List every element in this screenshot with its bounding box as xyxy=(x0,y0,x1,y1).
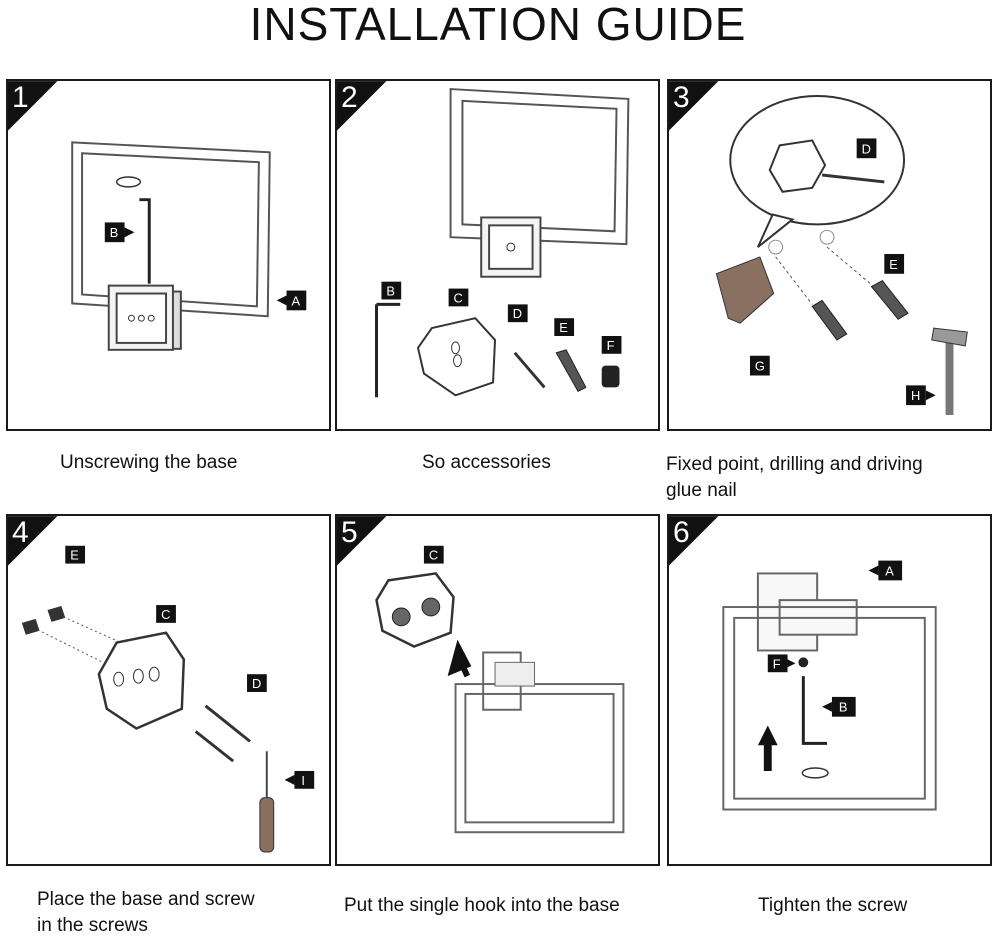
step-number: 5 xyxy=(341,516,358,549)
label-f: F xyxy=(773,656,781,671)
step-1-labels: B A xyxy=(110,225,301,308)
step-4-caption: Place the base and screw in the screws xyxy=(37,887,255,939)
step-2-caption: So accessories xyxy=(422,452,551,473)
label-f: F xyxy=(607,338,615,353)
step-2-illustration xyxy=(337,81,630,398)
label-i: I xyxy=(301,773,305,788)
label-h: H xyxy=(911,388,920,403)
page-title: INSTALLATION GUIDE xyxy=(249,0,747,50)
step-1-panel: 1 B A xyxy=(6,79,331,431)
label-a: A xyxy=(885,563,894,578)
label-b: B xyxy=(839,700,848,715)
label-c: C xyxy=(454,290,463,305)
step-6-illustration xyxy=(669,516,937,811)
step-6-caption: Tighten the screw xyxy=(758,895,908,916)
step-number: 3 xyxy=(673,81,690,114)
step-number: 4 xyxy=(12,516,29,549)
step-1-caption: Unscrewing the base xyxy=(60,452,238,473)
label-g: G xyxy=(755,359,765,374)
caption-line-1: Fixed point, drilling and driving xyxy=(666,454,923,475)
step-5-panel: 5 C xyxy=(335,514,660,866)
label-e: E xyxy=(889,257,898,272)
step-4-labels: E C D I xyxy=(70,548,305,788)
step-3-illustration xyxy=(669,81,968,416)
step-5-caption: Put the single hook into the base xyxy=(344,895,620,916)
step-3-panel: 3 D E G H xyxy=(667,79,992,431)
label-c: C xyxy=(429,548,438,563)
step-1-illustration xyxy=(8,81,307,351)
step-number: 2 xyxy=(341,81,358,114)
step-3-caption: Fixed point, drilling and driving glue n… xyxy=(666,452,923,504)
step-number: 6 xyxy=(673,516,690,549)
label-d: D xyxy=(513,306,522,321)
step-6-panel: 6 A F B xyxy=(667,514,992,866)
caption-line-1: Place the base and screw xyxy=(37,889,255,910)
step-3-labels: D E G H xyxy=(755,141,920,403)
label-b: B xyxy=(110,225,119,240)
caption-line-2: in the screws xyxy=(37,915,148,936)
step-number: 1 xyxy=(12,81,29,114)
caption-line-2: glue nail xyxy=(666,480,737,501)
label-e: E xyxy=(70,548,79,563)
label-d: D xyxy=(252,676,261,691)
label-e: E xyxy=(559,320,568,335)
label-a: A xyxy=(291,293,300,308)
label-d: D xyxy=(862,141,871,156)
step-2-panel: 2 B C D E F xyxy=(335,79,660,431)
step-5-labels: C xyxy=(429,548,438,563)
step-4-panel: 4 E C D I xyxy=(6,514,331,866)
step-2-labels: B C D E F xyxy=(386,283,615,353)
step-6-labels: A F B xyxy=(773,563,895,715)
label-c: C xyxy=(161,607,170,622)
step-4-illustration xyxy=(8,516,315,853)
step-5-illustration xyxy=(337,516,625,834)
label-b: B xyxy=(386,283,395,298)
